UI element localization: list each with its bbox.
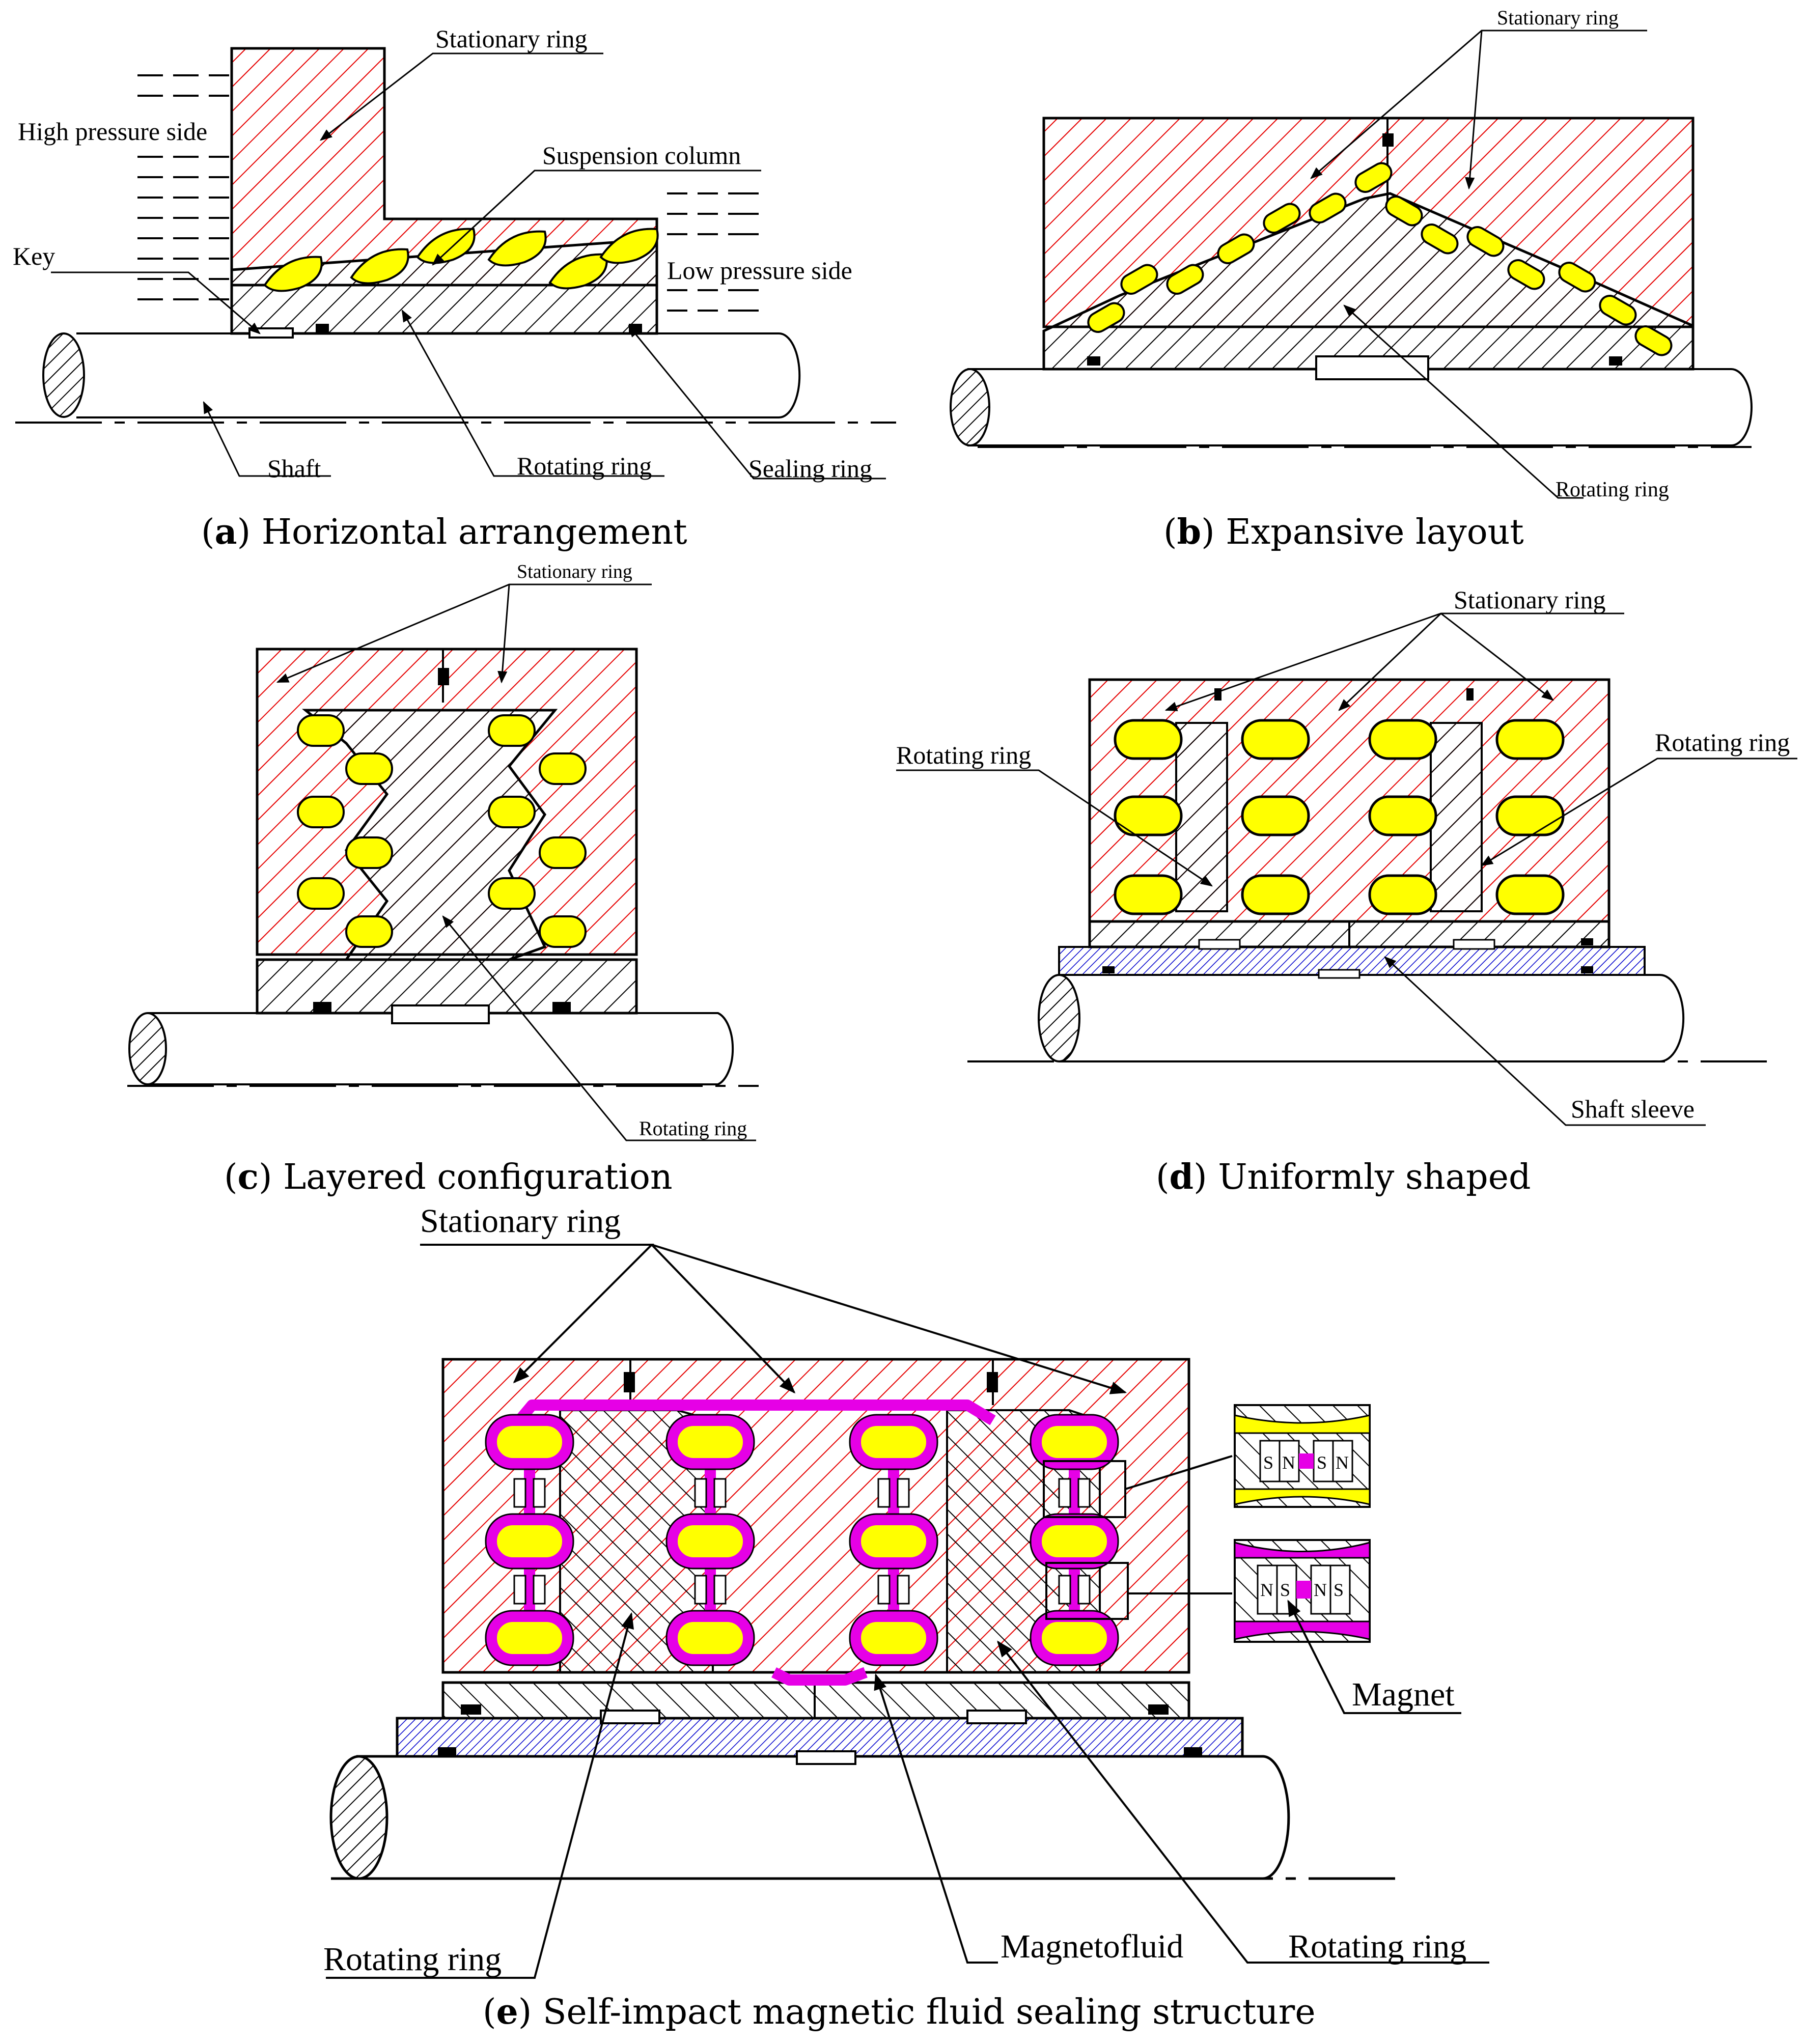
leaders-c	[276, 583, 756, 1141]
shaft-c	[127, 1012, 759, 1087]
panel-d: Stationary ring Rotating ring Rotating r…	[896, 585, 1797, 1197]
label-low-pressure-side: Low pressure side	[667, 256, 852, 285]
seal-c2	[313, 1002, 331, 1012]
sealing-ring-a1	[316, 324, 329, 333]
key-b	[1315, 355, 1429, 380]
magnet-callout-boxes-e	[1043, 1455, 1233, 1620]
seal-b3	[1609, 356, 1622, 366]
pole-s-1: S	[1263, 1452, 1273, 1473]
label-key: Key	[13, 242, 55, 270]
label-rotating-ring-e-right: Rotating ring	[1288, 1928, 1466, 1965]
label-stationary-ring-c: Stationary ring	[517, 561, 632, 582]
suspension-columns-c	[297, 714, 587, 948]
label-rotating-ring-c: Rotating ring	[639, 1117, 747, 1140]
shaft-a	[15, 332, 896, 424]
label-rotating-ring-e-left: Rotating ring	[323, 1941, 502, 1978]
label-stationary-ring-a: Stationary ring	[435, 24, 588, 53]
rotating-ring-base-e	[441, 1681, 1190, 1720]
fluid-columns-e	[486, 1415, 1118, 1665]
label-rotating-ring-b: Rotating ring	[1556, 478, 1669, 501]
keys-seals-e	[438, 1372, 1202, 1765]
label-suspension-column: Suspension column	[542, 141, 741, 170]
pole-n-1: N	[1282, 1452, 1295, 1473]
panel-b: Stationary ring Rotating ring (b) Expans…	[950, 6, 1753, 552]
shaft-e	[329, 1755, 1405, 1880]
pole-s-4: S	[1334, 1580, 1344, 1600]
pole-s-3: S	[1280, 1580, 1290, 1600]
leaders-d	[896, 612, 1797, 1126]
rotating-ring-d2	[1430, 722, 1483, 912]
label-rotating-ring-d-right: Rotating ring	[1655, 728, 1790, 757]
caption-c: (c) Layered configuration	[224, 1157, 673, 1197]
label-rotating-ring-a: Rotating ring	[517, 452, 652, 480]
label-sealing-ring-a: Sealing ring	[748, 454, 872, 483]
shaft-d	[967, 974, 1767, 1062]
suspension-columns-a	[263, 228, 659, 292]
label-magnetofluid: Magnetofluid	[1001, 1928, 1183, 1965]
magnets-e	[513, 1478, 1091, 1605]
label-rotating-ring-d-left: Rotating ring	[896, 741, 1031, 769]
magnet-detail-1: S N S N	[1234, 1404, 1371, 1508]
label-shaft: Shaft	[267, 454, 321, 483]
key-c	[391, 1004, 490, 1024]
label-shaft-sleeve: Shaft sleeve	[1571, 1095, 1695, 1123]
keys-seals-d	[1102, 688, 1593, 979]
caption-d: (d) Uniformly shaped	[1156, 1157, 1531, 1197]
shaft-b	[950, 368, 1753, 448]
pole-n-4: N	[1314, 1580, 1327, 1600]
suspension-columns-b	[1087, 162, 1673, 356]
caption-a: (a) Horizontal arrangement	[201, 512, 687, 552]
label-magnet: Magnet	[1352, 1676, 1455, 1713]
label-stationary-ring-d: Stationary ring	[1454, 585, 1606, 614]
panel-a: Stationary ring High pressure side Suspe…	[13, 24, 896, 552]
panel-e: S N S N N S N S	[323, 1202, 1489, 2032]
seal-c1	[438, 668, 449, 685]
suspension-columns-d	[1114, 719, 1565, 915]
seal-b1	[1382, 133, 1394, 147]
caption-b: (b) Expansive layout	[1163, 512, 1524, 552]
seal-c3	[552, 1002, 571, 1012]
panel-c: Stationary ring Rotating ring (c) Layere…	[127, 561, 759, 1197]
high-pressure-dashes	[137, 74, 759, 312]
seal-b2	[1087, 356, 1100, 366]
caption-e: (e) Self-impact magnetic fluid sealing s…	[483, 1992, 1316, 2032]
pole-n-2: N	[1336, 1452, 1349, 1473]
label-high-pressure-side: High pressure side	[18, 117, 207, 146]
label-stationary-ring-b: Stationary ring	[1497, 6, 1619, 29]
leaders-b	[1310, 30, 1647, 499]
rotating-ring-d1	[1175, 722, 1228, 912]
pole-s-2: S	[1317, 1452, 1327, 1473]
leaders-e	[326, 1244, 1489, 1979]
leaders-a	[51, 52, 886, 480]
label-stationary-ring-e: Stationary ring	[420, 1202, 621, 1240]
pole-n-3: N	[1260, 1580, 1273, 1600]
fluid-outline-e	[485, 1414, 1119, 1666]
magnet-detail-2: N S N S	[1234, 1539, 1371, 1643]
